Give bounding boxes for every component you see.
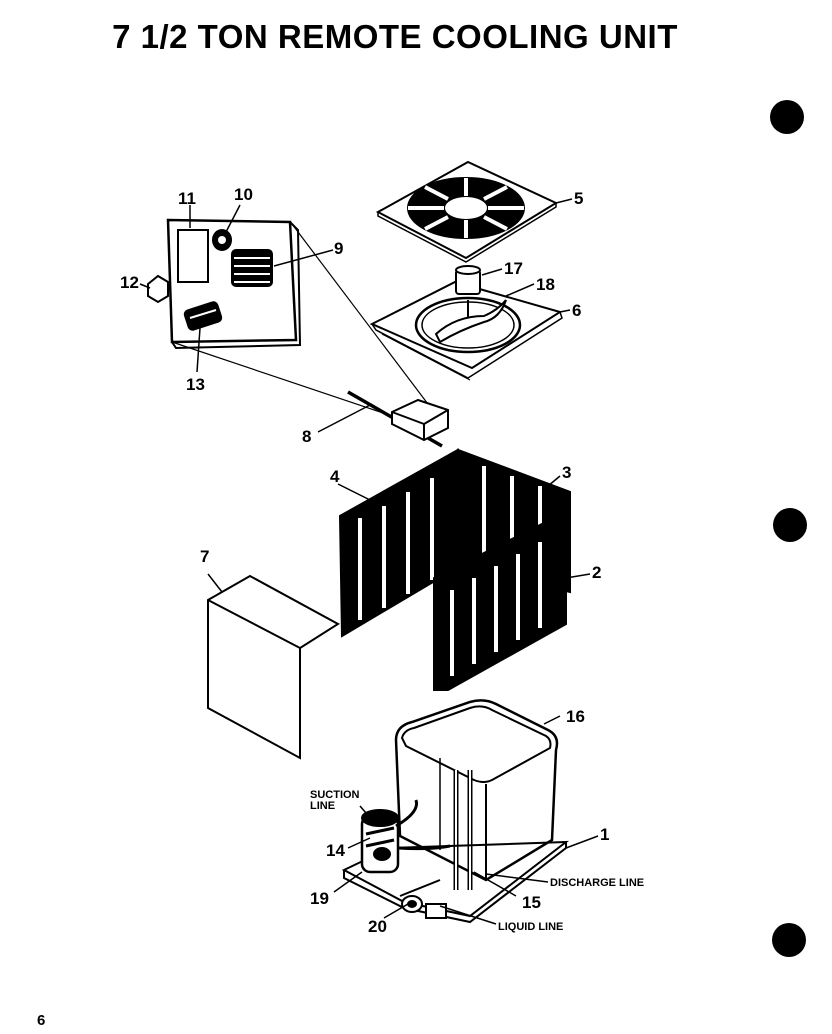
- liquid-line-label: LIQUID LINE: [498, 921, 563, 933]
- callout-12: 12: [120, 273, 139, 292]
- control-panel-assembly: [147, 218, 302, 350]
- callout-14: 14: [326, 841, 345, 860]
- part-7-access-panel: [207, 574, 340, 760]
- part-8-brace: [347, 390, 449, 448]
- page-title: 7 1/2 TON REMOTE COOLING UNIT: [112, 18, 678, 55]
- part-11-contactor: [177, 229, 209, 283]
- part-9-terminal-block: [231, 249, 273, 287]
- callout-17: 17: [504, 259, 523, 278]
- part-13-transformer: [183, 301, 223, 331]
- callout-9: 9: [334, 239, 343, 258]
- callout-13: 13: [186, 375, 205, 394]
- callout-7: 7: [200, 547, 209, 566]
- callout-6: 6: [572, 301, 581, 320]
- suction-line-label-2: LINE: [310, 800, 335, 812]
- binder-hole-middle: [773, 508, 807, 542]
- callout-4: 4: [330, 467, 340, 486]
- page-number: 6: [37, 1012, 46, 1029]
- part-14-compressor: [360, 799, 451, 874]
- callout-18: 18: [536, 275, 555, 294]
- callout-3: 3: [562, 463, 571, 482]
- discharge-line-label: DISCHARGE LINE: [550, 877, 644, 889]
- callout-8: 8: [302, 427, 311, 446]
- part-2-front-coil: [433, 518, 567, 691]
- binder-hole-bottom: [772, 923, 806, 957]
- suction-line-label-1: SUCTION: [310, 789, 360, 801]
- callout-20: 20: [368, 917, 387, 936]
- part-17-fan-motor: [455, 265, 481, 295]
- callout-16: 16: [566, 707, 585, 726]
- part-20-liquid-fitting: [399, 879, 447, 919]
- part-15-piping: [453, 770, 473, 890]
- part-12-bushing: [147, 274, 169, 304]
- callout-19: 19: [310, 889, 329, 908]
- binder-hole-top: [770, 100, 804, 134]
- part-6-top-panel: [369, 265, 563, 379]
- callout-10: 10: [234, 185, 253, 204]
- part-5-fan-grille: [375, 160, 559, 263]
- callout-11: 11: [178, 189, 196, 208]
- callout-5: 5: [574, 189, 583, 208]
- part-16-cabinet: [394, 699, 559, 890]
- callout-15: 15: [522, 893, 541, 912]
- callout-1: 1: [600, 825, 609, 844]
- callout-2: 2: [592, 563, 601, 582]
- part-18-fan-blade: [434, 299, 507, 344]
